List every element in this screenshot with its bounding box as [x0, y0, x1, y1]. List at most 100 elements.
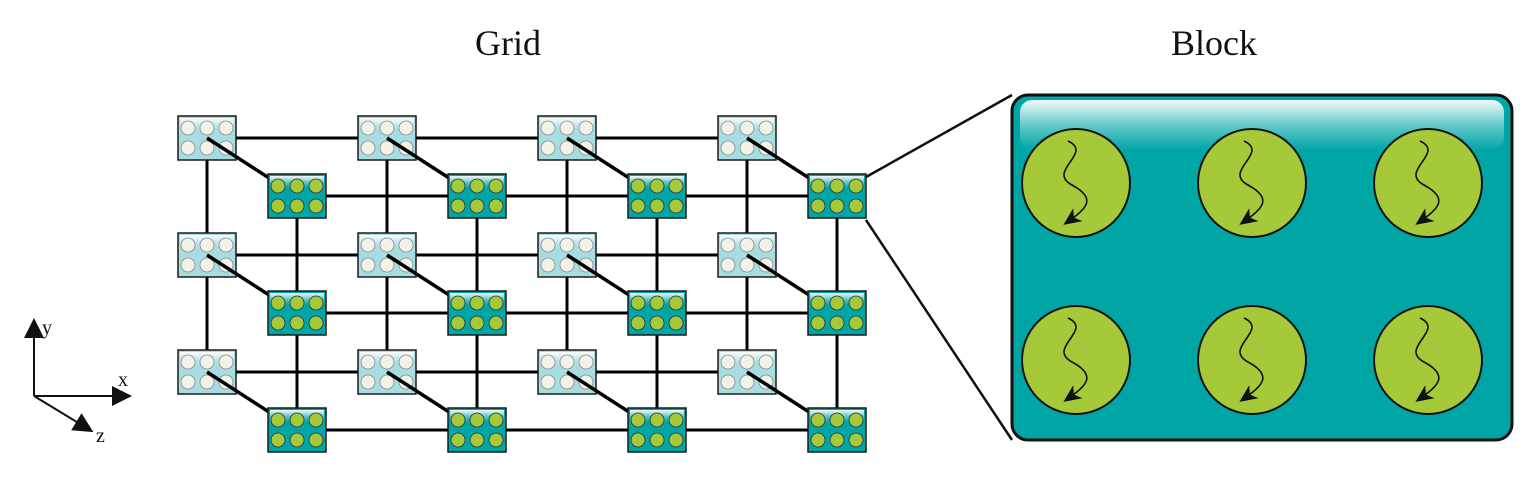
thread [450, 432, 466, 448]
thread [469, 198, 485, 214]
thread [488, 315, 504, 331]
thread [398, 237, 414, 253]
thread [630, 432, 646, 448]
front-block [267, 407, 327, 453]
thread [308, 178, 324, 194]
thread [810, 432, 826, 448]
x-axis-label: x [118, 369, 128, 391]
thread [379, 354, 395, 370]
thread [308, 412, 324, 428]
grid-title: Grid [475, 23, 541, 63]
thread [848, 295, 864, 311]
back-block [537, 349, 597, 395]
thread [270, 198, 286, 214]
front-block [627, 290, 687, 336]
block-title: Block [1171, 23, 1257, 63]
thread [1197, 305, 1307, 415]
thread [848, 198, 864, 214]
front-block [267, 173, 327, 219]
thread [668, 432, 684, 448]
thread [308, 432, 324, 448]
thread [649, 315, 665, 331]
thread [758, 354, 774, 370]
thread [848, 178, 864, 194]
thread [668, 198, 684, 214]
thread [469, 178, 485, 194]
back-block [537, 232, 597, 278]
thread [649, 198, 665, 214]
thread [289, 295, 305, 311]
thread [218, 120, 234, 136]
thread [469, 295, 485, 311]
thread [559, 120, 575, 136]
thread [199, 354, 215, 370]
thread [199, 140, 215, 156]
thread [308, 295, 324, 311]
thread [758, 237, 774, 253]
block-threads [1021, 128, 1483, 415]
thread [649, 412, 665, 428]
thread [829, 315, 845, 331]
thread [379, 257, 395, 273]
thread [199, 237, 215, 253]
thread [540, 120, 556, 136]
thread [739, 140, 755, 156]
thread [540, 374, 556, 390]
back-block [177, 349, 237, 395]
z-axis-label: z [96, 425, 105, 447]
thread [218, 237, 234, 253]
thread [1373, 305, 1483, 415]
thread [559, 257, 575, 273]
thread [668, 412, 684, 428]
thread [199, 374, 215, 390]
thread [180, 354, 196, 370]
thread [180, 257, 196, 273]
thread [649, 295, 665, 311]
thread [289, 178, 305, 194]
thread [758, 120, 774, 136]
thread [578, 120, 594, 136]
thread [488, 412, 504, 428]
thread [739, 374, 755, 390]
thread-arrow [1063, 140, 1088, 225]
thread [450, 178, 466, 194]
thread [720, 354, 736, 370]
thread [848, 315, 864, 331]
thread [180, 140, 196, 156]
thread-arrow [1239, 140, 1264, 225]
thread [720, 120, 736, 136]
thread [540, 140, 556, 156]
front-block [447, 290, 507, 336]
y-axis-label: y [42, 317, 52, 339]
thread [1021, 128, 1131, 238]
thread [668, 315, 684, 331]
thread [289, 198, 305, 214]
thread [720, 374, 736, 390]
thread [720, 140, 736, 156]
thread [450, 198, 466, 214]
thread [559, 237, 575, 253]
thread [199, 120, 215, 136]
thread [848, 432, 864, 448]
zoom-connector-bottom [864, 219, 1014, 441]
front-block [627, 173, 687, 219]
thread [829, 198, 845, 214]
thread [1373, 128, 1483, 238]
thread-arrow [1239, 317, 1264, 402]
z-axis-arrow [33, 395, 94, 433]
thread [398, 354, 414, 370]
thread [739, 120, 755, 136]
thread [398, 120, 414, 136]
thread [829, 295, 845, 311]
thread [630, 198, 646, 214]
thread [829, 432, 845, 448]
thread [270, 432, 286, 448]
back-block [537, 115, 597, 161]
thread [1197, 128, 1307, 238]
enlarged-block [1010, 93, 1514, 442]
thread [289, 432, 305, 448]
thread [450, 295, 466, 311]
zoom-connector-top [865, 93, 1013, 179]
thread [668, 178, 684, 194]
